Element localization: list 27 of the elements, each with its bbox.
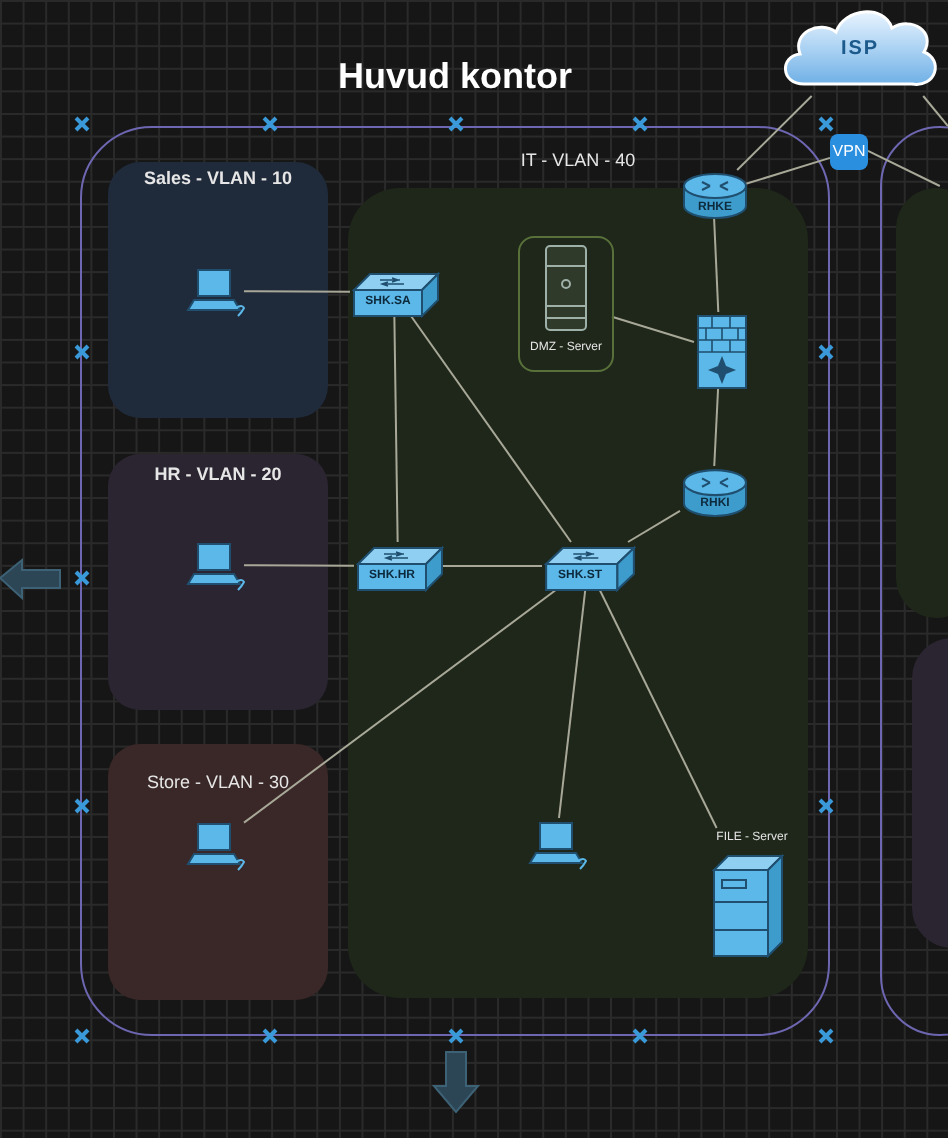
network-link (713, 387, 720, 467)
network-link (736, 95, 813, 171)
vpn-badge: VPN (830, 134, 868, 170)
area-label: Huvud kontor (336, 54, 574, 100)
network-link (441, 565, 543, 567)
network-link (393, 315, 399, 543)
area-label: Store - VLAN - 30 (144, 770, 292, 796)
vlan-area (108, 744, 328, 1000)
network-link (611, 315, 695, 343)
vlan-area (108, 162, 328, 418)
cloud-label: ISP (838, 36, 882, 64)
area-label: IT - VLAN - 40 (518, 148, 638, 174)
network-link (243, 589, 557, 824)
area-label: HR - VLAN - 20 (152, 462, 284, 488)
area-label: Sales - VLAN - 10 (141, 166, 295, 192)
network-link (558, 589, 587, 819)
network-link (713, 217, 720, 313)
network-link (745, 156, 831, 185)
network-link (598, 589, 718, 829)
network-link (867, 150, 941, 187)
vlan-area (108, 454, 328, 710)
network-link (410, 315, 572, 543)
server-frame (518, 236, 614, 372)
network-link (627, 509, 681, 543)
network-link (922, 95, 948, 127)
network-link (243, 290, 351, 293)
network-link (243, 564, 355, 567)
